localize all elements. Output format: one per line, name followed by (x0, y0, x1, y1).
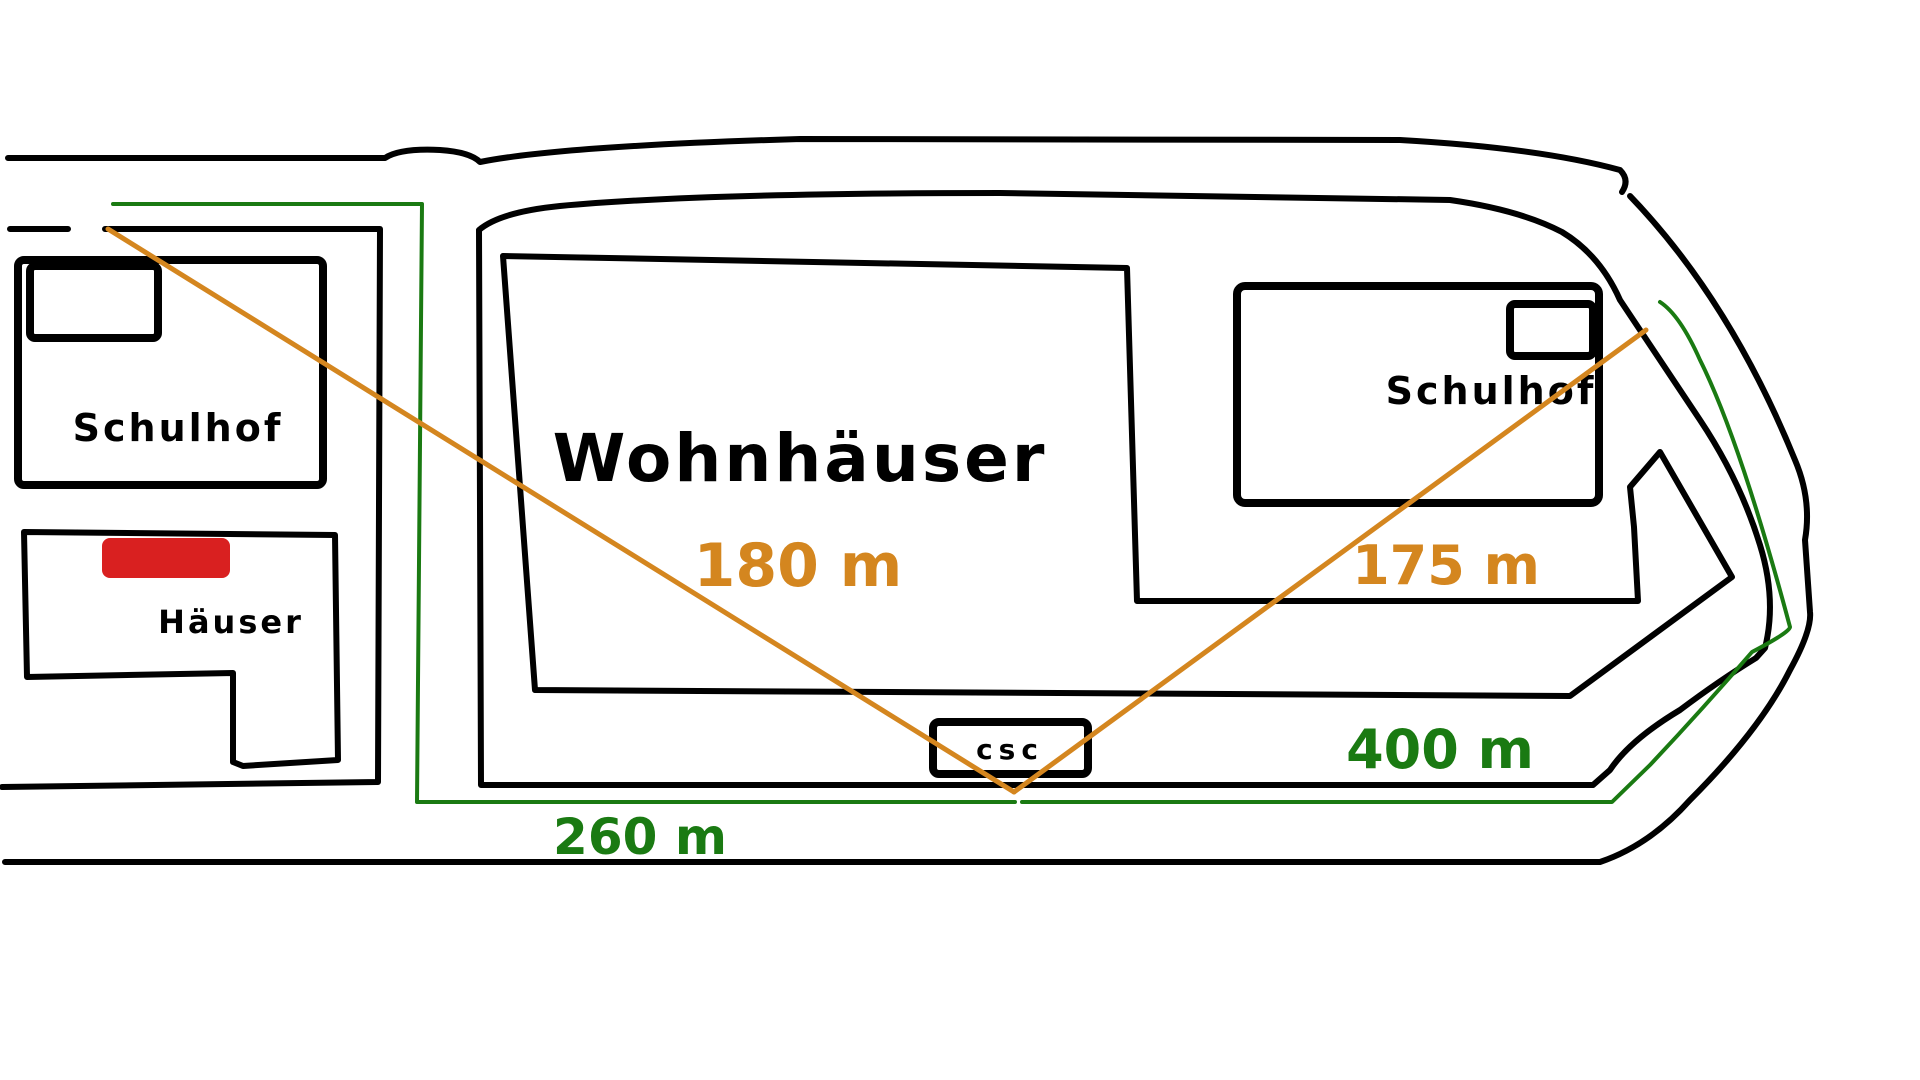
road-bottom-edge (2, 193, 1814, 865)
csc-label: csc (976, 733, 1044, 766)
distance-180-label: 180 m (694, 531, 903, 601)
right-schulhof-annex (1506, 300, 1597, 360)
direct-line-right (1011, 327, 1649, 795)
right-schulhof-building (1233, 282, 1603, 507)
central-block-outline (476, 190, 1773, 788)
schulhof-left-label: Schulhof (73, 406, 284, 450)
wohnhaeuser-label: Wohnhäuser (553, 420, 1048, 497)
walk-route-left (111, 202, 1017, 804)
red-marker (102, 538, 230, 578)
distance-175-label: 175 m (1352, 534, 1540, 597)
csc-building: csc (929, 718, 1092, 778)
haeuser-outline (21, 529, 341, 769)
walk-route-right (1020, 300, 1792, 804)
wohnhaeuser-outline (500, 253, 1735, 699)
direct-line-left (105, 226, 1017, 795)
distance-400-label: 400 m (1346, 718, 1534, 781)
distance-260-label: 260 m (553, 808, 727, 866)
left-schulhof-annex (26, 262, 162, 342)
left-school-block: Schulhof Häuser (0, 226, 383, 790)
left-schulhof-building (14, 256, 327, 489)
road-outlines (2, 136, 1814, 865)
haeuser-label: Häuser (158, 603, 304, 641)
left-block-outline (0, 226, 383, 790)
walking-routes: 260 m 400 m (111, 202, 1792, 866)
road-top-edge (5, 136, 1629, 195)
central-block: Wohnhäuser Schulhof (476, 190, 1773, 788)
direct-lines: 180 m 175 m (105, 226, 1649, 795)
csc-outline (929, 718, 1092, 778)
